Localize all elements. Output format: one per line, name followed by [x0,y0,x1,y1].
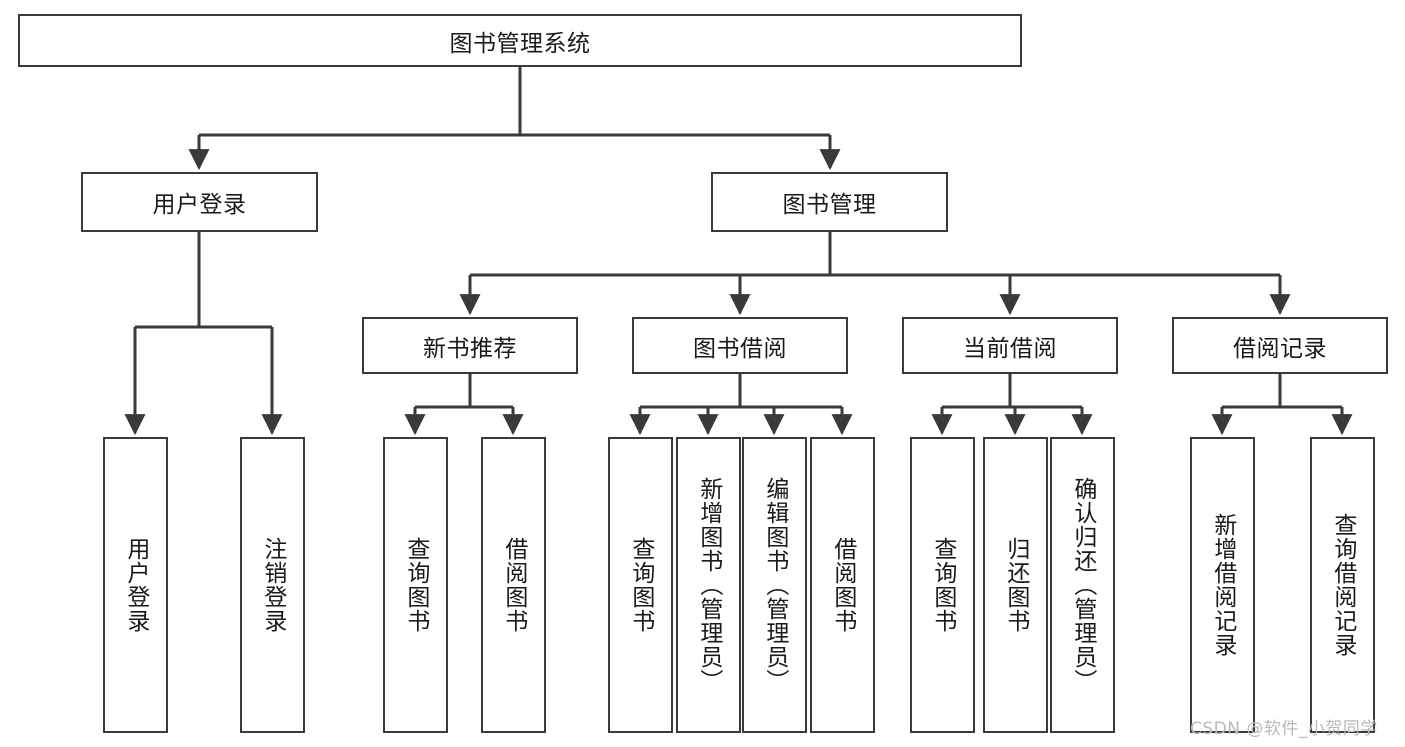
node-book-borrow-label: 图书借阅 [693,335,787,362]
csdn-watermark: CSDN @软件_小贺同学 [1190,719,1378,739]
node-user-login-label: 用户登录 [152,192,247,218]
leaf-borrow-book-newbook-label: 借阅图书 [500,537,527,633]
leaf-query-book-borrow-label: 查询图书 [627,537,654,633]
leaf-borrow-book-newbook[interactable]: 借阅图书 [481,437,546,733]
node-user-login[interactable]: 用户登录 [81,172,318,232]
leaf-query-borrow-record[interactable]: 查询借阅记录 [1310,437,1375,733]
leaf-return-book[interactable]: 归还图书 [983,437,1048,733]
node-borrow-record-label: 借阅记录 [1233,335,1327,362]
node-new-book-recommend[interactable]: 新书推荐 [362,317,578,374]
leaf-confirm-return-admin[interactable]: 确认归还（管理员） [1050,437,1115,733]
leaf-borrow-book[interactable]: 借阅图书 [810,437,875,733]
leaf-query-book-current-label: 查询图书 [929,537,956,633]
leaf-confirm-return-admin-label: 确认归还（管理员） [1069,477,1096,693]
leaf-user-login-label: 用户登录 [122,537,149,633]
leaf-borrow-book-label: 借阅图书 [829,537,856,633]
leaf-user-login[interactable]: 用户登录 [103,437,168,733]
leaf-query-book-newbook-label: 查询图书 [402,537,429,633]
leaf-add-borrow-record-label: 新增借阅记录 [1209,513,1236,657]
node-root-label: 图书管理系统 [449,30,591,57]
node-book-management[interactable]: 图书管理 [711,172,948,232]
leaf-add-book-admin[interactable]: 新增图书（管理员） [676,437,741,733]
node-book-borrow[interactable]: 图书借阅 [632,317,848,374]
node-new-book-recommend-label: 新书推荐 [423,335,517,362]
leaf-add-borrow-record[interactable]: 新增借阅记录 [1190,437,1255,733]
leaf-edit-book-admin-label: 编辑图书（管理员） [761,477,788,693]
node-current-borrow[interactable]: 当前借阅 [902,317,1118,374]
node-borrow-record[interactable]: 借阅记录 [1172,317,1388,374]
leaf-query-borrow-record-label: 查询借阅记录 [1329,513,1356,657]
node-book-management-label: 图书管理 [782,192,877,218]
leaf-add-book-admin-label: 新增图书（管理员） [695,477,722,693]
node-current-borrow-label: 当前借阅 [963,335,1057,362]
leaf-query-book-newbook[interactable]: 查询图书 [383,437,448,733]
leaf-query-book-current[interactable]: 查询图书 [910,437,975,733]
leaf-return-book-label: 归还图书 [1002,537,1029,633]
leaf-logout[interactable]: 注销登录 [240,437,305,733]
leaf-logout-label: 注销登录 [259,537,286,633]
node-root[interactable]: 图书管理系统 [18,14,1022,67]
leaf-query-book-borrow[interactable]: 查询图书 [608,437,673,733]
leaf-edit-book-admin[interactable]: 编辑图书（管理员） [742,437,807,733]
